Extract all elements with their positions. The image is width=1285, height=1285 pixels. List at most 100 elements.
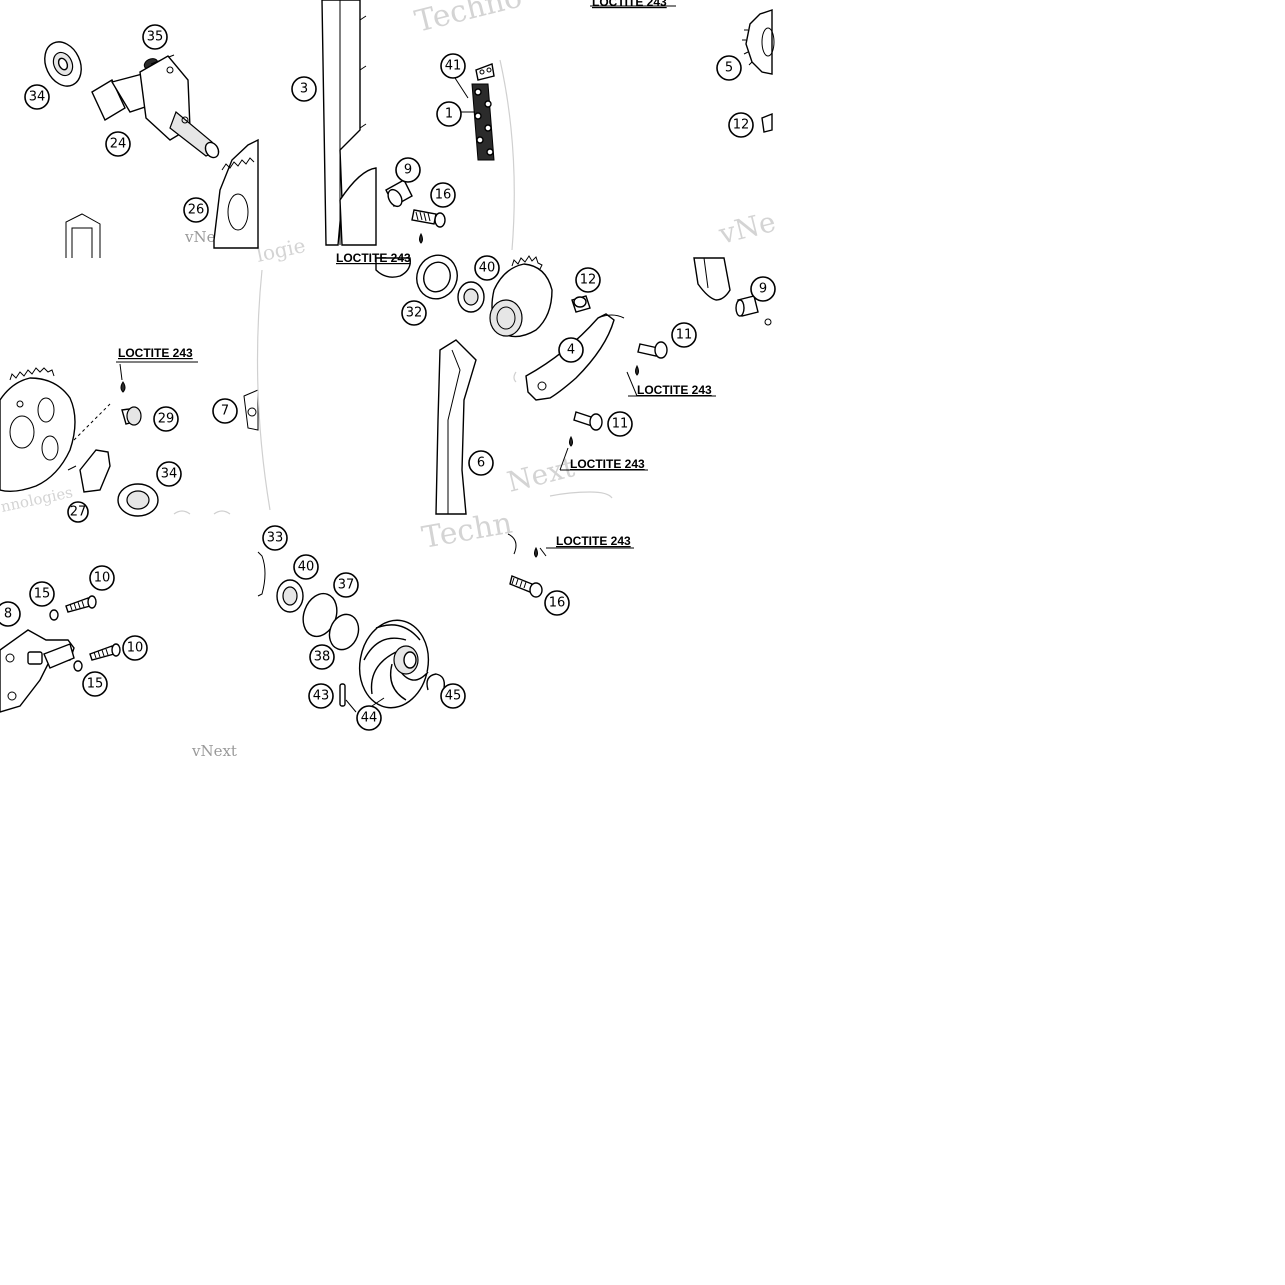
callout-35: 35: [142, 24, 168, 50]
callout-44: 44: [356, 705, 382, 731]
tile-tensioner: [0, 595, 121, 713]
pin-part-43: [339, 683, 346, 707]
svg-text:12: 12: [733, 118, 750, 133]
rail-part-3: [321, 0, 377, 246]
tile-chain: [321, 0, 515, 251]
sprocket-part-large: [0, 367, 76, 493]
svg-text:16: 16: [435, 188, 452, 203]
svg-text:10: 10: [94, 571, 111, 586]
loctite-note-center-left: LOCTITE 243: [336, 251, 411, 265]
callout-4: 4: [558, 337, 584, 363]
callout-34-mid: 34: [156, 461, 182, 487]
svg-text:40: 40: [298, 560, 315, 575]
bolt-part-16: [411, 209, 446, 244]
callout-40-center: 40: [474, 255, 500, 281]
washer-part-15-bottom: [73, 660, 83, 672]
watermark-techno: Techno: [411, 0, 525, 40]
watermark-vnext-right: vNe: [715, 205, 779, 251]
bolt-part-16-bottom: [509, 546, 543, 598]
bushing-part-12-top: [761, 112, 773, 133]
loctite-notes: LOCTITE 243 LOCTITE 243 LOCTITE 243 LOCT…: [116, 0, 716, 549]
callout-24: 24: [105, 131, 131, 157]
chain-link-part-41: [475, 63, 495, 81]
sprocket-part-26: [213, 138, 259, 249]
bolt-part-11-a: [635, 341, 668, 376]
callout-5: 5: [716, 55, 742, 81]
callout-43: 43: [308, 683, 334, 709]
svg-text:34: 34: [29, 90, 46, 105]
svg-text:6: 6: [477, 456, 485, 471]
svg-text:41: 41: [445, 59, 462, 74]
callout-9-right: 9: [750, 276, 776, 302]
svg-text:7: 7: [221, 404, 229, 419]
svg-text:11: 11: [676, 328, 693, 343]
bearing-part-34: [44, 41, 82, 87]
callout-10-bottom: 10: [122, 635, 148, 661]
callout-40-bottom: 40: [293, 554, 319, 580]
callout-33: 33: [262, 525, 288, 551]
callout-12-center: 12: [575, 267, 601, 293]
tile-mid-left: [0, 269, 271, 517]
gasket-part-7: [243, 389, 259, 431]
tile-top-right: [742, 9, 775, 133]
tile-bottom-right: [507, 533, 543, 598]
svg-text:32: 32: [406, 306, 423, 321]
svg-text:11: 11: [612, 417, 629, 432]
bushing-part-9: [385, 179, 413, 208]
tensioner-part-8: [0, 629, 75, 713]
svg-text:29: 29: [158, 412, 175, 427]
svg-text:24: 24: [110, 137, 127, 152]
callout-15-top: 15: [29, 581, 55, 607]
part-callouts: 35 34 24 26 3 41 1 9 16 5 12 40 32 12 4 …: [0, 24, 776, 731]
loctite-note-top: LOCTITE 243: [592, 0, 667, 9]
chain-part-1: [471, 83, 495, 161]
impeller-part-44: [358, 619, 430, 709]
bolt-part-10-top: [65, 595, 97, 613]
svg-text:43: 43: [313, 689, 330, 704]
svg-text:4: 4: [567, 343, 575, 358]
callout-38: 38: [309, 644, 335, 670]
sprocket-part-5: [742, 9, 775, 75]
loctite-note-mid-left: LOCTITE 243: [118, 346, 193, 360]
loctite-note-center: LOCTITE 243: [570, 457, 645, 471]
svg-text:33: 33: [267, 531, 284, 546]
svg-text:12: 12: [580, 273, 597, 288]
bearing-part-top-center: [375, 257, 411, 278]
svg-text:27: 27: [70, 505, 87, 520]
callout-41: 41: [440, 53, 466, 79]
callout-7: 7: [212, 398, 238, 424]
screw-part-29: [120, 381, 142, 426]
watermark-logie: logie: [254, 233, 307, 267]
svg-text:15: 15: [34, 587, 51, 602]
svg-text:26: 26: [188, 203, 205, 218]
callout-45: 45: [440, 683, 466, 709]
rail-part-right: [693, 257, 731, 301]
svg-text:1: 1: [445, 107, 453, 122]
svg-text:38: 38: [314, 650, 331, 665]
svg-text:44: 44: [361, 711, 378, 726]
svg-text:40: 40: [479, 261, 496, 276]
callout-27: 27: [67, 501, 89, 523]
bushing-part-12-center: [571, 295, 591, 313]
callout-37: 37: [333, 572, 359, 598]
watermark-techn: Techn: [419, 506, 515, 556]
callout-1: 1: [436, 101, 462, 127]
svg-text:9: 9: [404, 163, 412, 178]
tile-camshaft: [44, 41, 259, 258]
callout-11-a: 11: [671, 322, 697, 348]
callout-9: 9: [395, 157, 421, 183]
svg-text:5: 5: [725, 61, 733, 76]
callout-11-b: 11: [607, 411, 633, 437]
svg-text:16: 16: [549, 596, 566, 611]
loctite-note-bottom: LOCTITE 243: [556, 534, 631, 548]
callout-12-top: 12: [728, 112, 754, 138]
watermark-vnext-bottom-left: vNext: [191, 742, 237, 760]
callout-16-bottom: 16: [544, 590, 570, 616]
circlip-part-45: [426, 673, 446, 691]
leader-lines: [119, 77, 638, 713]
washer-part-15-top: [49, 609, 59, 621]
svg-text:45: 45: [445, 689, 462, 704]
tensioner-lever-part: [67, 449, 111, 493]
svg-text:10: 10: [127, 641, 144, 656]
